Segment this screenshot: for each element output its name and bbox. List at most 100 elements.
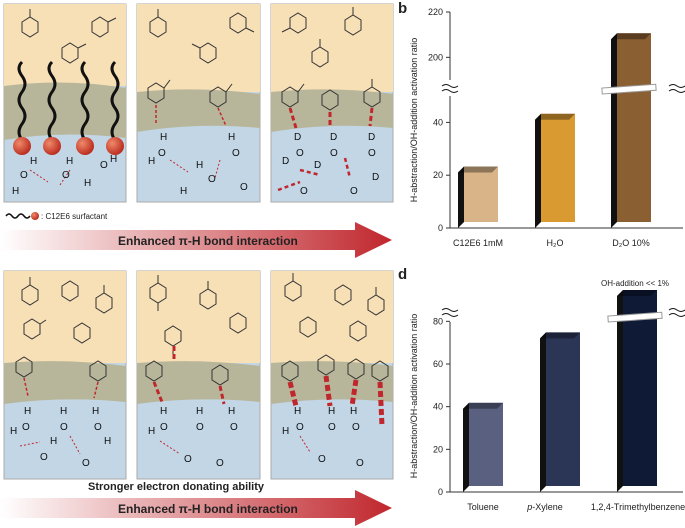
svg-text:O: O — [330, 148, 338, 159]
svg-text:D: D — [330, 132, 337, 143]
aromatic-molecules-c — [15, 273, 389, 386]
pi-h-bonds-c — [19, 346, 385, 455]
arrow-text-a: Enhanced π-H bond interaction — [118, 234, 298, 248]
scheme-c-panel-3 — [270, 270, 394, 480]
arrow-text-c: Enhanced π-H bond interaction — [118, 502, 298, 516]
y-tick-label-b: 200 — [428, 52, 443, 62]
bar-break-band-d — [607, 311, 663, 323]
svg-text:O: O — [296, 148, 304, 159]
bar-break-band-b — [601, 83, 657, 95]
axis-break-d — [441, 308, 459, 317]
svg-text:H: H — [10, 426, 17, 437]
svg-text:O: O — [300, 186, 308, 197]
bar-d-2 — [617, 290, 657, 492]
svg-text:D: D — [368, 132, 375, 143]
svg-text:H: H — [148, 156, 155, 167]
y-tick-label-b: 40 — [433, 117, 443, 127]
svg-text:H: H — [60, 406, 67, 417]
svg-text:H: H — [160, 406, 167, 417]
svg-text:O: O — [328, 422, 336, 433]
axis-break-b — [441, 84, 459, 93]
svg-text:D: D — [372, 172, 379, 183]
panel-label-b: b — [398, 0, 408, 17]
svg-text:H: H — [66, 156, 73, 167]
svg-text:O: O — [60, 422, 68, 433]
surfactant-legend — [5, 212, 39, 220]
svg-text:H: H — [12, 186, 19, 197]
svg-text:O: O — [196, 422, 204, 433]
svg-text:H: H — [24, 406, 31, 417]
svg-text:O: O — [350, 186, 358, 197]
svg-text:H: H — [84, 178, 91, 189]
svg-text:O: O — [352, 422, 360, 433]
scheme-a-panel-2 — [136, 3, 261, 203]
scheme-c-panel-2 — [136, 270, 261, 480]
y-tick-label-b: 0 — [438, 223, 443, 233]
x-tick-label-b: D₂O 10% — [612, 238, 650, 248]
svg-text:O: O — [356, 458, 364, 469]
enhanced-arrow-a — [0, 222, 392, 258]
bar-b-1 — [535, 113, 575, 228]
axis-break-right-b — [668, 84, 685, 93]
legend-text: : C12E6 surfactant — [41, 212, 108, 221]
y-tick-label-b: 220 — [428, 7, 443, 17]
y-tick-label-d: 80 — [433, 316, 443, 326]
svg-text:H: H — [92, 406, 99, 417]
svg-text:H: H — [30, 156, 37, 167]
x-tick-label-d: 1,2,4-Trimethylbenzene — [591, 502, 685, 512]
svg-text:H: H — [328, 406, 335, 417]
enhanced-arrow-c — [0, 490, 392, 526]
y-tick-label-d: 0 — [438, 487, 443, 497]
svg-text:D: D — [314, 160, 321, 171]
toluene-molecules — [21, 7, 381, 111]
svg-text:O: O — [216, 458, 224, 469]
svg-text:H: H — [104, 436, 111, 447]
svg-text:O: O — [62, 170, 70, 181]
y-tick-label-d: 20 — [433, 444, 443, 454]
y-tick-label-b: 20 — [433, 170, 443, 180]
svg-text:O: O — [160, 422, 168, 433]
svg-text:O: O — [296, 422, 304, 433]
panel-label-d: d — [398, 266, 408, 283]
bar-b-2 — [611, 33, 651, 229]
scheme-a-panel-1 — [3, 3, 127, 203]
svg-text:H: H — [180, 186, 187, 197]
annotation-d: OH-addition << 1% — [601, 279, 669, 288]
electron-donating-text: Stronger electron donating ability — [88, 481, 265, 493]
svg-text:D: D — [294, 132, 301, 143]
x-tick-label-d: p-Xylene — [526, 502, 563, 512]
svg-text:H: H — [350, 406, 357, 417]
pi-h-bonds-a — [29, 105, 374, 192]
ylabel-b: H-abstraction/OH-addition activation rat… — [409, 38, 419, 203]
chart-d: H-abstraction/OH-addition activation rat… — [409, 279, 685, 512]
y-tick-label-d: 40 — [433, 402, 443, 412]
surfactant-heads — [13, 137, 124, 155]
y-tick-label-d: 60 — [433, 359, 443, 369]
x-tick-label-b: C12E6 1mM — [453, 238, 503, 248]
x-tick-label-b: H₂O — [547, 238, 564, 248]
svg-text:O: O — [368, 148, 376, 159]
svg-text:O: O — [232, 148, 240, 159]
svg-text:O: O — [158, 148, 166, 159]
svg-text:H: H — [294, 406, 301, 417]
svg-text:O: O — [208, 174, 216, 185]
surfactant-molecules — [17, 60, 120, 141]
svg-text:H: H — [110, 154, 117, 165]
svg-text:O: O — [20, 170, 28, 181]
svg-text:H: H — [228, 406, 235, 417]
svg-text:O: O — [230, 422, 238, 433]
svg-text:O: O — [318, 454, 326, 465]
bar-d-0 — [463, 402, 503, 492]
axis-break-right-d — [668, 308, 685, 317]
svg-text:O: O — [22, 422, 30, 433]
svg-text:H: H — [148, 426, 155, 437]
x-tick-label-d: Toluene — [467, 502, 499, 512]
svg-text:O: O — [40, 452, 48, 463]
svg-text:H: H — [282, 426, 289, 437]
bar-d-1 — [540, 332, 580, 492]
svg-text:H: H — [50, 436, 57, 447]
svg-text:H: H — [196, 160, 203, 171]
